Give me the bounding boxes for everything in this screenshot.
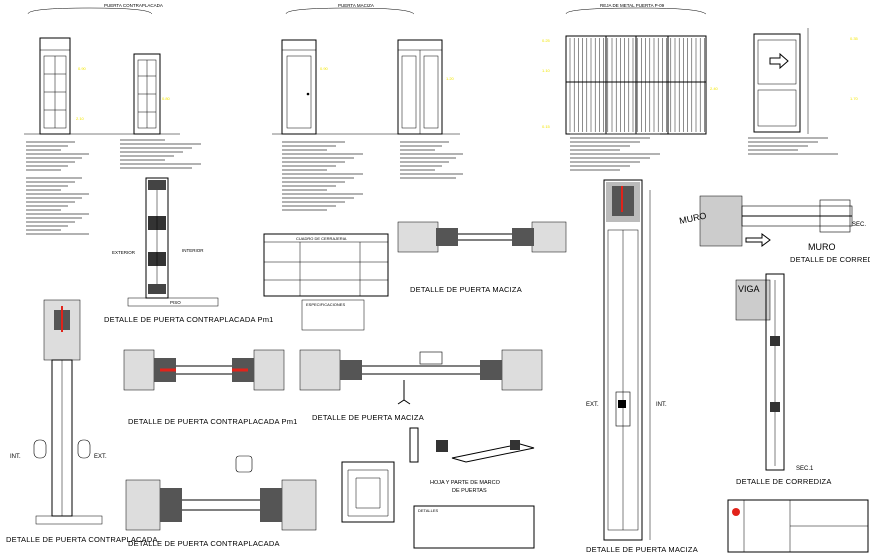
svg-text:1.10: 1.10 — [542, 68, 551, 73]
title-contraplacada-4: DETALLE DE PUERTA CONTRAPLACADA — [128, 539, 280, 548]
svg-text:0.15: 0.15 — [542, 124, 551, 129]
svg-text:1.70: 1.70 — [850, 96, 859, 101]
title-block — [727, 499, 869, 553]
title-corrediza-2: DETALLE DE CORREDIZA — [736, 477, 832, 486]
label-viga: VIGA — [738, 284, 760, 294]
header-metal: REJA DE METAL PUERTA P-09 — [600, 3, 665, 8]
svg-text:0.25: 0.25 — [542, 38, 551, 43]
label-detalles: DETALLES — [418, 508, 438, 513]
detail-corrediza: MURO MURO SEC. DETALLE DE CORREDIZA VIGA… — [678, 195, 870, 486]
title-contraplacada-2: DETALLE DE PUERTA CONTRAPLACADA Pm1 — [128, 417, 298, 426]
svg-text:1.20: 1.20 — [446, 76, 455, 81]
title-maciza-1: DETALLE DE PUERTA MACIZA — [410, 285, 522, 294]
label-sec: SEC. — [852, 222, 866, 228]
elevation-metal-gate: 0.25 1.10 0.15 2.40 0.35 1.70 — [542, 28, 859, 135]
title-maciza-2: DETALLE DE PUERTA MACIZA — [312, 413, 424, 422]
label-sec1: SEC.1 — [796, 466, 814, 472]
plan-maciza-top: DETALLE DE PUERTA MACIZA — [397, 221, 567, 294]
label-muro-2: MURO — [808, 242, 836, 252]
section-maciza-tall: EXT. INT. DETALLE DE PUERTA MACIZA — [586, 179, 698, 554]
svg-text:0.80: 0.80 — [162, 96, 171, 101]
elevation-contraplacada: 0.90 2.10 0.80 — [24, 37, 180, 135]
detail-hoja-marco: HOJA Y PARTE DE MARCO DE PUERTAS — [409, 427, 535, 494]
hardware-table: CUADRO DE CERRAJERIA ESPECIFICACIONES — [263, 233, 389, 331]
label-interior: INTERIOR — [182, 248, 204, 253]
plan-contraplacada-middle: DETALLE DE PUERTA CONTRAPLACADA Pm1 — [123, 349, 298, 426]
header-maciza: PUERTA MACIZA — [338, 3, 374, 8]
title-hoja-line2: DE PUERTAS — [452, 488, 487, 494]
label-exterior: EXTERIOR — [112, 250, 136, 255]
plan-maciza-middle: DETALLE DE PUERTA MACIZA — [299, 349, 543, 422]
title-contraplacada-3: DETALLE DE PUERTA CONTRAPLACADA — [6, 535, 158, 544]
elevation-maciza: 0.90 1.20 — [272, 39, 460, 135]
svg-text:0.90: 0.90 — [320, 66, 329, 71]
spec-notes — [26, 133, 838, 235]
svg-text:0.90: 0.90 — [78, 66, 87, 71]
label-ext-left: EXT. — [94, 454, 107, 460]
elevation-headers: PUERTA CONTRAPLACADA PUERTA MACIZA REJA … — [27, 3, 707, 15]
section-contraplacada-left: INT. EXT. DETALLE DE PUERTA CONTRAPLACAD… — [6, 299, 158, 544]
title-contraplacada-1: DETALLE DE PUERTA CONTRAPLACADA Pm1 — [104, 315, 274, 324]
svg-text:0.35: 0.35 — [850, 36, 859, 41]
small-section-box: DETALLES — [341, 461, 535, 549]
table-title: CUADRO DE CERRAJERIA — [296, 236, 347, 241]
plan-contraplacada-bottom: DETALLE DE PUERTA CONTRAPLACADA — [125, 455, 317, 548]
header-contraplacada: PUERTA CONTRAPLACADA — [104, 3, 163, 8]
title-hoja-line1: HOJA Y PARTE DE MARCO — [430, 480, 501, 486]
section-contraplacada-vertical: INTERIOR EXTERIOR PISO DETALLE DE PUERTA… — [104, 177, 274, 324]
specs-title: ESPECIFICACIONES — [306, 302, 345, 307]
label-piso: PISO — [170, 300, 181, 305]
svg-text:2.10: 2.10 — [76, 116, 85, 121]
svg-text:2.40: 2.40 — [710, 86, 719, 91]
label-int-left: INT. — [10, 454, 21, 460]
title-maciza-3: DETALLE DE PUERTA MACIZA — [586, 545, 698, 554]
label-int-maciza: INT. — [656, 402, 667, 408]
label-ext-maciza: EXT. — [586, 402, 599, 408]
title-corrediza-1: DETALLE DE CORREDIZA — [790, 255, 870, 264]
